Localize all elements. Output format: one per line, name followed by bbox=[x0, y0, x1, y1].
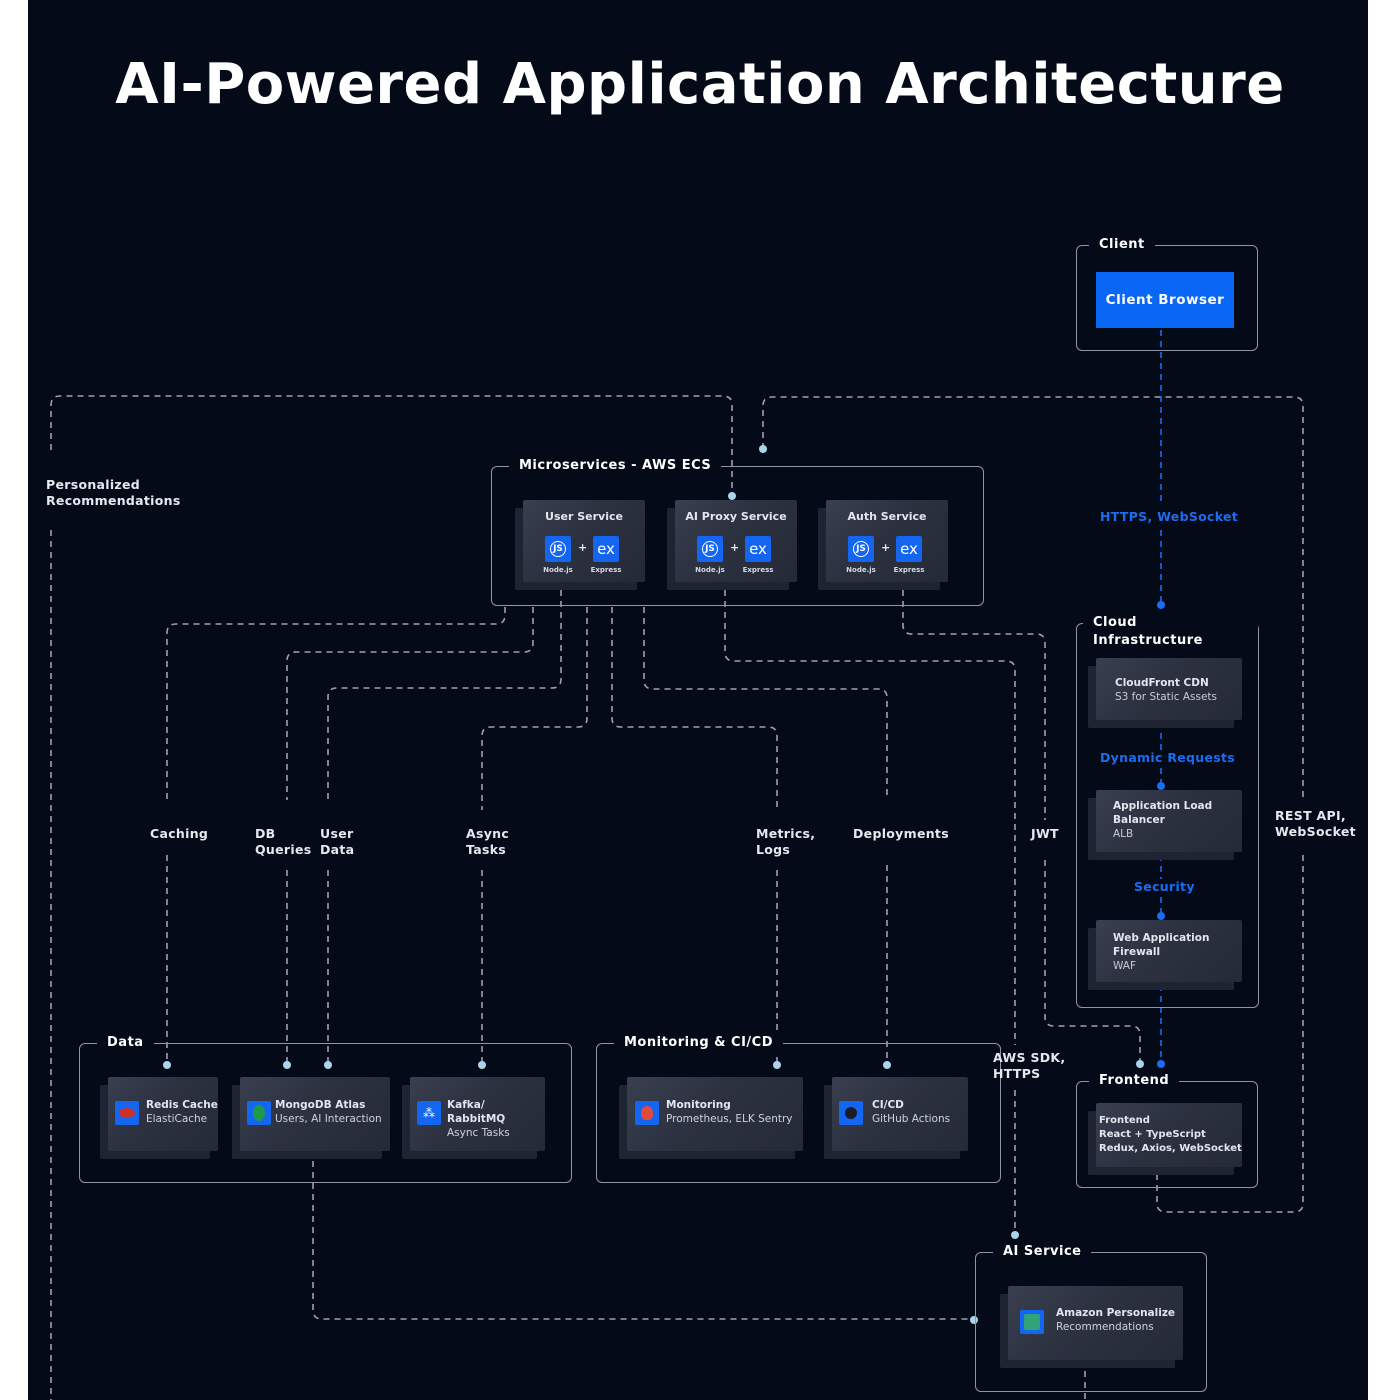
connector-endpoint-dot bbox=[1157, 782, 1165, 790]
connector-caching bbox=[166, 607, 506, 800]
express-icon: ex bbox=[593, 536, 619, 562]
connector-user-data bbox=[327, 590, 562, 800]
service-title: User Service bbox=[545, 510, 623, 523]
page-title: AI-Powered Application Architecture bbox=[115, 52, 1285, 117]
group-label-data: Data bbox=[97, 1034, 154, 1052]
group-label-frontend: Frontend bbox=[1089, 1072, 1180, 1090]
group-monitoring: Monitoring & CI/CD bbox=[596, 1034, 1001, 1183]
data-card-redis[interactable]: Redis Cache ElastiCache bbox=[100, 1077, 218, 1159]
group-label-ai: AI Service bbox=[993, 1243, 1092, 1261]
data-card-mongodb[interactable]: MongoDB Atlas Users, AI Interaction bbox=[232, 1077, 390, 1159]
edge-label-dynamic-requests: Dynamic Requests bbox=[1100, 750, 1236, 766]
group-client: Client bbox=[1076, 236, 1258, 351]
connector-metrics bbox=[611, 607, 778, 810]
group-label-client: Client bbox=[1089, 236, 1155, 254]
client-browser-node[interactable]: Client Browser bbox=[1096, 272, 1234, 328]
edge-label-deployments: Deployments bbox=[853, 826, 949, 842]
connector-personalized-recs bbox=[50, 395, 733, 496]
nodejs-icon: JS bbox=[697, 536, 723, 562]
connector-endpoint-dot bbox=[283, 1061, 291, 1069]
github-icon bbox=[839, 1101, 863, 1125]
edge-label-aws-sdk: AWS SDK,HTTPS bbox=[993, 1050, 1066, 1081]
express-icon: ex bbox=[745, 536, 771, 562]
group-microservices: Microservices - AWS ECS bbox=[491, 457, 984, 606]
group-data: Data bbox=[79, 1034, 572, 1183]
connector-endpoint-dot bbox=[1157, 1060, 1165, 1068]
connector-data-ai bbox=[312, 1150, 972, 1320]
connector-deployments bbox=[643, 607, 888, 800]
nodejs-icon: JS bbox=[848, 536, 874, 562]
monitoring-card-prometheus[interactable]: Monitoring Prometheus, ELK Sentry bbox=[619, 1077, 803, 1159]
connector-endpoint-dot bbox=[883, 1061, 891, 1069]
connector-endpoint-dot bbox=[478, 1061, 486, 1069]
connector-endpoint-dot bbox=[163, 1061, 171, 1069]
prometheus-icon bbox=[635, 1101, 659, 1125]
monitoring-card-github[interactable]: CI/CD GitHub Actions bbox=[824, 1077, 968, 1159]
connector-jwt-down bbox=[1044, 860, 1141, 1062]
edge-label-jwt: JWT bbox=[1031, 826, 1059, 842]
group-label-monitoring: Monitoring & CI/CD bbox=[614, 1034, 783, 1052]
group-label-cloud: Cloud Infrastructure bbox=[1083, 614, 1258, 650]
connector-endpoint-dot bbox=[970, 1316, 978, 1324]
connector-endpoint-dot bbox=[759, 445, 767, 453]
plus-sign: + bbox=[578, 541, 588, 554]
connector-jwt bbox=[902, 590, 1046, 820]
frontend-card[interactable]: Frontend React + TypeScript Redux, Axios… bbox=[1088, 1103, 1242, 1175]
edge-label-security: Security bbox=[1134, 879, 1195, 895]
express-icon: ex bbox=[896, 536, 922, 562]
connector-endpoint-dot bbox=[324, 1061, 332, 1069]
cloud-card-cdn[interactable]: CloudFront CDN S3 for Static Assets bbox=[1088, 658, 1242, 728]
plus-sign: + bbox=[881, 541, 891, 554]
group-label-microservices: Microservices - AWS ECS bbox=[509, 457, 722, 475]
group-frontend: Frontend bbox=[1076, 1072, 1258, 1188]
connector-db-queries bbox=[286, 607, 534, 800]
connector-endpoint-dot bbox=[1136, 1060, 1144, 1068]
connector-endpoint-dot bbox=[1157, 912, 1165, 920]
connector-endpoint-dot bbox=[773, 1061, 781, 1069]
service-title: Auth Service bbox=[847, 510, 927, 523]
connector-async bbox=[481, 607, 588, 810]
edge-label-metrics-logs: Metrics,Logs bbox=[756, 826, 816, 858]
group-ai-service: AI Service bbox=[975, 1243, 1207, 1392]
edge-label-https-websocket: HTTPS, WebSocket bbox=[1100, 509, 1239, 525]
connector-endpoint-dot bbox=[1157, 601, 1165, 609]
plus-sign: + bbox=[730, 541, 740, 554]
personalize-icon bbox=[1020, 1310, 1044, 1334]
redis-icon bbox=[115, 1101, 139, 1125]
connector-endpoint-dot bbox=[1011, 1231, 1019, 1239]
connector-aws-sdk bbox=[724, 590, 1016, 1045]
connector-endpoint-dot bbox=[728, 492, 736, 500]
group-cloud-infrastructure: Cloud Infrastructure bbox=[1076, 614, 1259, 1008]
edge-label-caching: Caching bbox=[150, 826, 209, 842]
data-card-kafka[interactable]: ⁂ Kafka/ RabbitMQ Async Tasks bbox=[402, 1077, 545, 1159]
kafka-icon: ⁂ bbox=[417, 1101, 441, 1125]
edge-label-rest-api: REST API,WebSocket bbox=[1275, 808, 1356, 840]
nodejs-icon: JS bbox=[545, 536, 571, 562]
ai-card-personalize[interactable]: Amazon Personalize Recommendations bbox=[1000, 1286, 1183, 1368]
cloud-card-alb[interactable]: Application Load Balancer ALB bbox=[1088, 790, 1242, 860]
connector-rest-api-top bbox=[762, 396, 1304, 800]
mongodb-icon bbox=[247, 1101, 271, 1125]
service-title: AI Proxy Service bbox=[685, 510, 787, 523]
cloud-card-waf[interactable]: Web Application Firewall WAF bbox=[1088, 920, 1242, 990]
